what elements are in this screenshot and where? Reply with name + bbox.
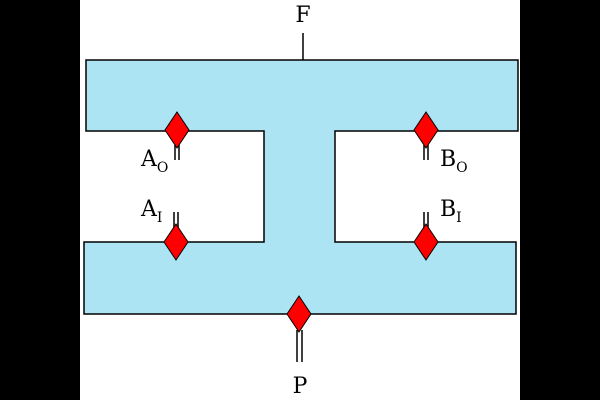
label-a-outer: AO (140, 147, 168, 176)
connector-p (296, 330, 303, 362)
label-a-inner-sub: I (157, 210, 163, 226)
label-f: F (295, 3, 310, 28)
diamond-marker-a-outer (164, 111, 190, 149)
label-b-inner-sub: I (456, 210, 462, 226)
connector-a-outer (174, 145, 180, 160)
label-a-inner-letter: A (140, 197, 158, 222)
diamond-marker-p (286, 295, 312, 333)
diamond-marker-b-inner (413, 223, 439, 261)
diamond-marker-b-outer (413, 111, 439, 149)
label-b-inner-letter: B (440, 197, 456, 222)
diamond-marker-a-inner (163, 223, 189, 261)
label-b-outer: BO (440, 147, 468, 176)
label-a-inner: AI (140, 197, 162, 226)
label-b-inner: BI (440, 197, 462, 226)
label-b-outer-sub: O (456, 160, 467, 176)
label-p: P (293, 374, 308, 399)
beam-body (83, 59, 519, 315)
connector-b-outer (423, 145, 429, 160)
label-b-outer-letter: B (440, 147, 456, 172)
connector-a-inner (173, 212, 179, 228)
label-a-outer-letter: A (140, 147, 158, 172)
connector-b-inner (423, 212, 429, 228)
label-a-outer-sub: O (157, 160, 168, 176)
